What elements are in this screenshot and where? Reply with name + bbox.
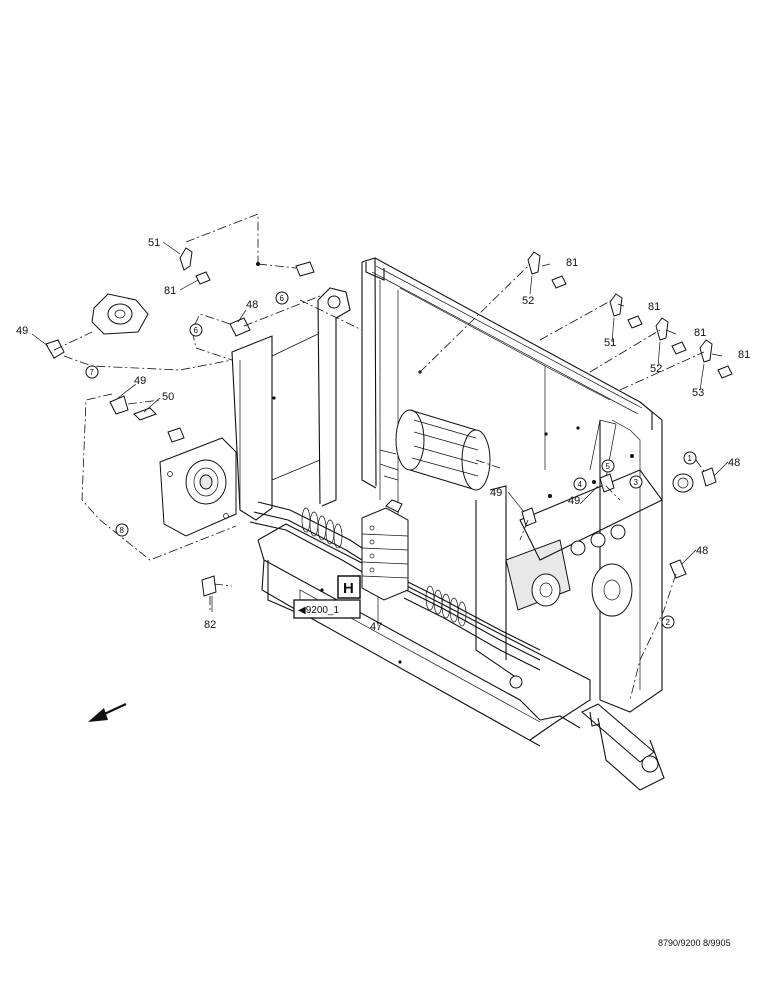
callout-49-center: 49 xyxy=(490,487,502,499)
frame-left-upright xyxy=(231,287,351,521)
callout-51-left: 51 xyxy=(148,237,160,249)
section-marker-h: H xyxy=(343,580,354,597)
circled-8: 8 xyxy=(120,526,125,535)
circled-3: 3 xyxy=(634,478,639,487)
callout-48-right-bottom: 48 xyxy=(696,545,708,557)
rotor-drum xyxy=(379,409,501,491)
callout-81-left: 81 xyxy=(164,285,176,297)
circled-4: 4 xyxy=(578,480,583,489)
callout-81-third: 81 xyxy=(694,327,706,339)
callout-52-top-right: 52 xyxy=(522,295,534,307)
circled-6-top: 6 xyxy=(280,294,285,303)
circled-6-left: 6 xyxy=(194,326,199,335)
callout-49-right: 49 xyxy=(568,495,580,507)
callout-81-top-right: 81 xyxy=(566,257,578,269)
callout-50: 50 xyxy=(162,391,174,403)
callout-51-right: 51 xyxy=(604,337,616,349)
callout-numbers: 51 81 48 49 49 50 82 47 81 52 81 51 81 5… xyxy=(16,237,750,633)
small-parts xyxy=(45,247,733,597)
callout-48-left: 48 xyxy=(246,299,258,311)
frame-right-side-plate xyxy=(505,401,694,713)
section-reference: H ◀9200_1 xyxy=(293,575,361,619)
callout-53: 53 xyxy=(692,387,704,399)
dashed-hose-routes xyxy=(53,213,707,701)
circled-1: 1 xyxy=(688,454,693,463)
callout-47: 47 xyxy=(370,621,382,633)
circled-7: 7 xyxy=(90,368,95,377)
hydraulic-hose-bundle xyxy=(249,499,541,671)
callout-49-mid: 49 xyxy=(134,375,146,387)
page-reference[interactable]: ◀9200_1 xyxy=(298,605,339,616)
callout-81-second: 81 xyxy=(648,301,660,313)
callout-82: 82 xyxy=(204,619,216,631)
orientation-arrow-icon xyxy=(88,703,127,722)
circled-hose-numbers: 6 6 7 8 1 2 3 4 5 xyxy=(85,291,697,629)
callout-leaders xyxy=(31,241,729,626)
left-bearing-assembly xyxy=(91,293,237,537)
callout-52-right: 52 xyxy=(650,363,662,375)
callout-48-right-top: 48 xyxy=(728,457,740,469)
figure-code: 8790/9200 8/9905 xyxy=(658,938,731,948)
circled-2: 2 xyxy=(666,618,671,627)
circled-5: 5 xyxy=(606,462,611,471)
callout-49-far-left: 49 xyxy=(16,325,28,337)
frame-lower-beam xyxy=(257,485,665,791)
callout-81-fourth: 81 xyxy=(738,349,750,361)
